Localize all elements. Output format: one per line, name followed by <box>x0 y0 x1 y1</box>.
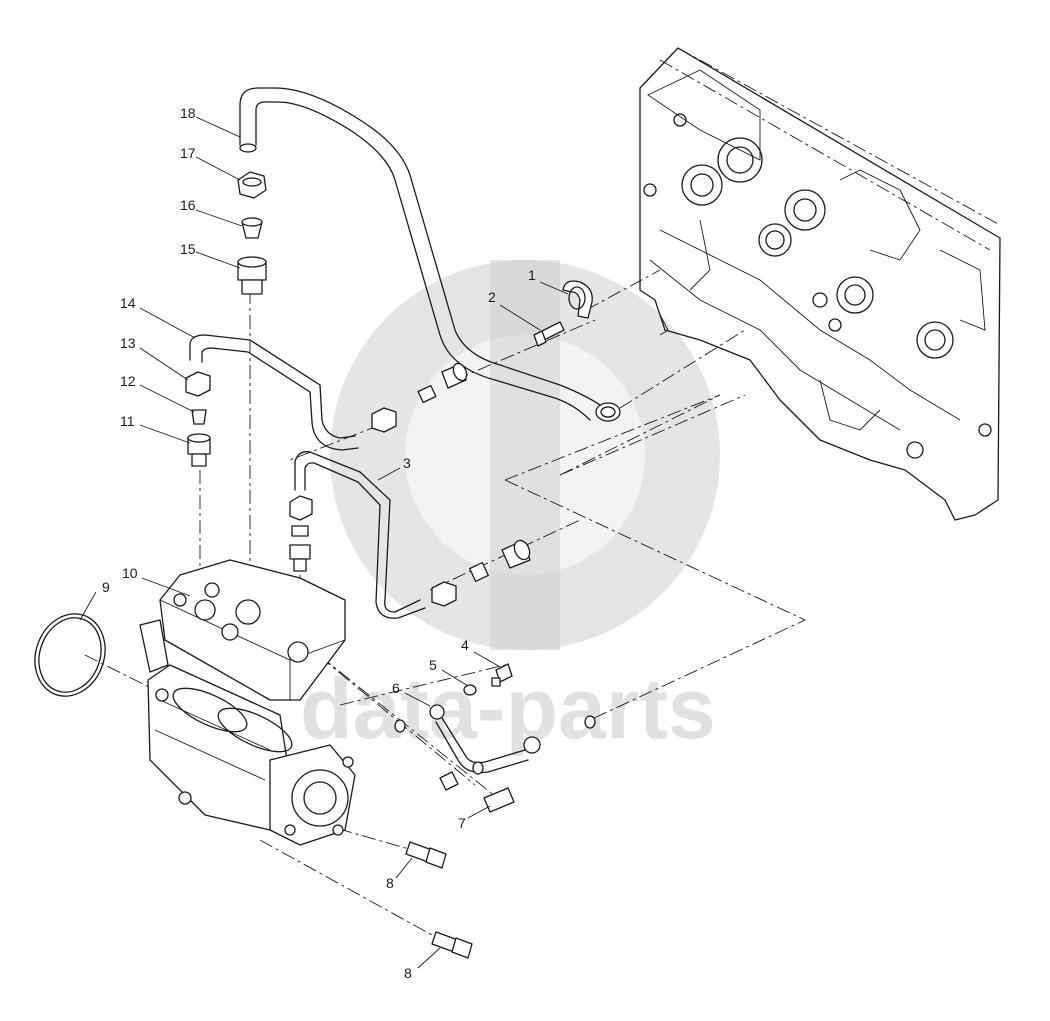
callout-2: 2 <box>488 289 496 305</box>
part-5-washer <box>463 684 477 696</box>
callout-14: 14 <box>120 295 136 311</box>
part-2-bolt <box>533 321 565 347</box>
part-16-sleeve <box>241 217 263 239</box>
part-14-pipe <box>189 334 359 451</box>
fitting-set-lower <box>431 539 531 607</box>
part-3-fittings <box>289 495 313 572</box>
callout-15: 15 <box>180 241 196 257</box>
watermark: data-parts <box>300 260 720 757</box>
leader-lines <box>79 116 569 969</box>
callout-5: 5 <box>429 657 437 673</box>
part-4-bolt <box>491 663 513 687</box>
callout-7: 7 <box>458 815 466 831</box>
callout-labels: 1 2 3 4 5 6 7 8 8 9 10 11 12 13 14 15 16… <box>102 105 536 981</box>
callout-16: 16 <box>180 197 196 213</box>
part-3-pipe <box>294 451 426 619</box>
callout-17: 17 <box>180 145 196 161</box>
part-8-bolt-upper <box>405 841 447 869</box>
callout-9: 9 <box>102 579 110 595</box>
part-1-clamp <box>562 280 593 319</box>
fitting-set-upper <box>371 362 468 433</box>
callout-13: 13 <box>120 335 136 351</box>
callout-8-lower: 8 <box>404 965 412 981</box>
engine-block <box>639 47 1001 521</box>
part-6-oil-pipe <box>394 704 596 791</box>
callout-8-upper: 8 <box>386 875 394 891</box>
part-13-nut <box>185 371 211 397</box>
callout-12: 12 <box>120 373 136 389</box>
callout-6: 6 <box>392 680 400 696</box>
part-12-sleeve <box>191 409 207 425</box>
part-17-nut <box>237 171 267 199</box>
callout-4: 4 <box>461 637 469 653</box>
part-15-union <box>237 256 267 295</box>
watermark-logo-bar <box>490 260 560 650</box>
callout-3: 3 <box>403 455 411 471</box>
part-7-bolt <box>483 787 515 813</box>
callout-18: 18 <box>180 105 196 121</box>
air-compressor <box>139 559 356 846</box>
callout-1: 1 <box>528 267 536 283</box>
part-11-union <box>187 433 211 467</box>
part-18-pipe <box>239 87 621 422</box>
part-8-bolt-lower <box>431 931 473 959</box>
callout-11: 11 <box>120 413 135 429</box>
part-9-o-ring <box>34 613 106 697</box>
callout-10: 10 <box>122 565 138 581</box>
